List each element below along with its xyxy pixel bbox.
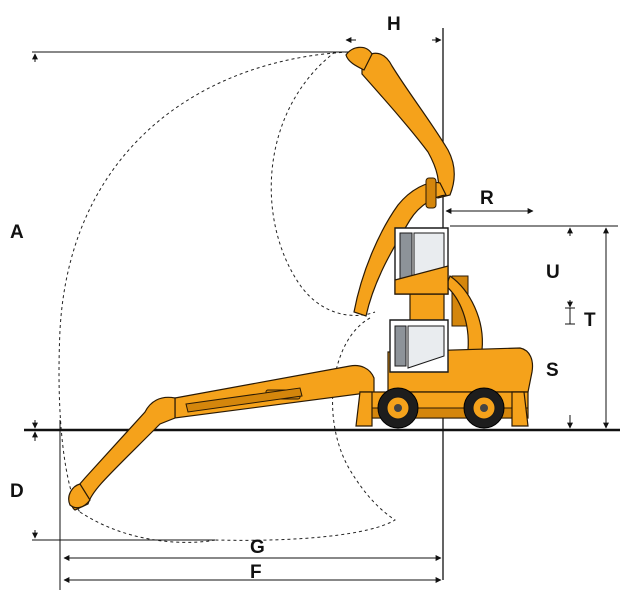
label-a: A (10, 222, 24, 243)
dimension-arrows (32, 37, 609, 583)
label-h: H (387, 14, 401, 35)
label-s: S (546, 360, 559, 381)
raised-cab (394, 227, 483, 351)
label-g: G (250, 537, 265, 558)
raised-boom (345, 46, 455, 317)
reference-lines (24, 28, 620, 590)
label-f: F (250, 562, 262, 583)
label-r: R (480, 188, 494, 209)
dimension-labels: A D H R U T S G F (10, 14, 596, 583)
extended-boom (68, 364, 375, 511)
label-t: T (584, 310, 596, 331)
machine-body (355, 319, 534, 429)
label-d: D (10, 481, 24, 502)
label-u: U (546, 262, 560, 283)
